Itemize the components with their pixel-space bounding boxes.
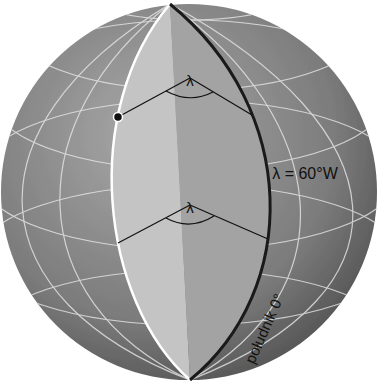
angle-symbol: λ — [186, 73, 194, 88]
meridian-lune-right — [170, 4, 270, 380]
meridian-60w — [112, 4, 190, 380]
angle-lines — [118, 78, 268, 243]
point-marker — [114, 113, 123, 122]
longitude-value: λ = 60°W — [272, 166, 338, 182]
angle-symbol: λ — [186, 200, 194, 215]
prime-meridian — [170, 4, 270, 380]
globe-sphere — [1, 4, 377, 380]
